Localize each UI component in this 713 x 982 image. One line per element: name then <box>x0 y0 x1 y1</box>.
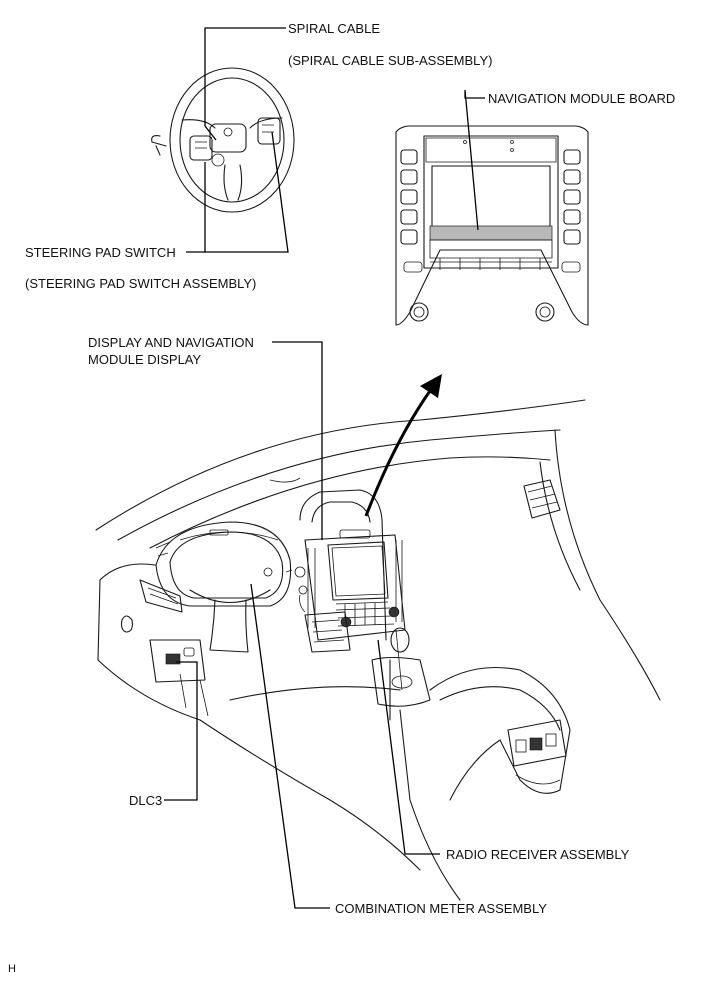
dlc3-label: DLC3 <box>129 793 163 808</box>
radio-receiver-assembly-label: RADIO RECEIVER ASSEMBLY <box>446 847 630 862</box>
combination-meter-assembly-label: COMBINATION METER ASSEMBLY <box>335 901 547 916</box>
dashboard-illustration <box>95 399 661 901</box>
leader-lines <box>164 27 485 909</box>
steering-pad-switch-assembly-label: (STEERING PAD SWITCH ASSEMBLY) <box>25 276 257 291</box>
display-navigation-label-line1: DISPLAY AND NAVIGATION <box>88 335 254 350</box>
navigation-module-board-label: NAVIGATION MODULE BOARD <box>488 91 676 106</box>
display-navigation-label-line2: MODULE DISPLAY <box>88 352 202 367</box>
spiral-cable-sub-label: (SPIRAL CABLE SUB-ASSEMBLY) <box>288 53 493 68</box>
spiral-cable-label: SPIRAL CABLE <box>288 21 381 36</box>
navigation-panel-illustration <box>395 125 589 326</box>
steering-wheel-illustration <box>151 67 295 213</box>
removal-direction-arrow <box>364 374 442 517</box>
corner-code-label: H <box>8 963 16 975</box>
steering-pad-switch-label: STEERING PAD SWITCH <box>25 245 176 260</box>
